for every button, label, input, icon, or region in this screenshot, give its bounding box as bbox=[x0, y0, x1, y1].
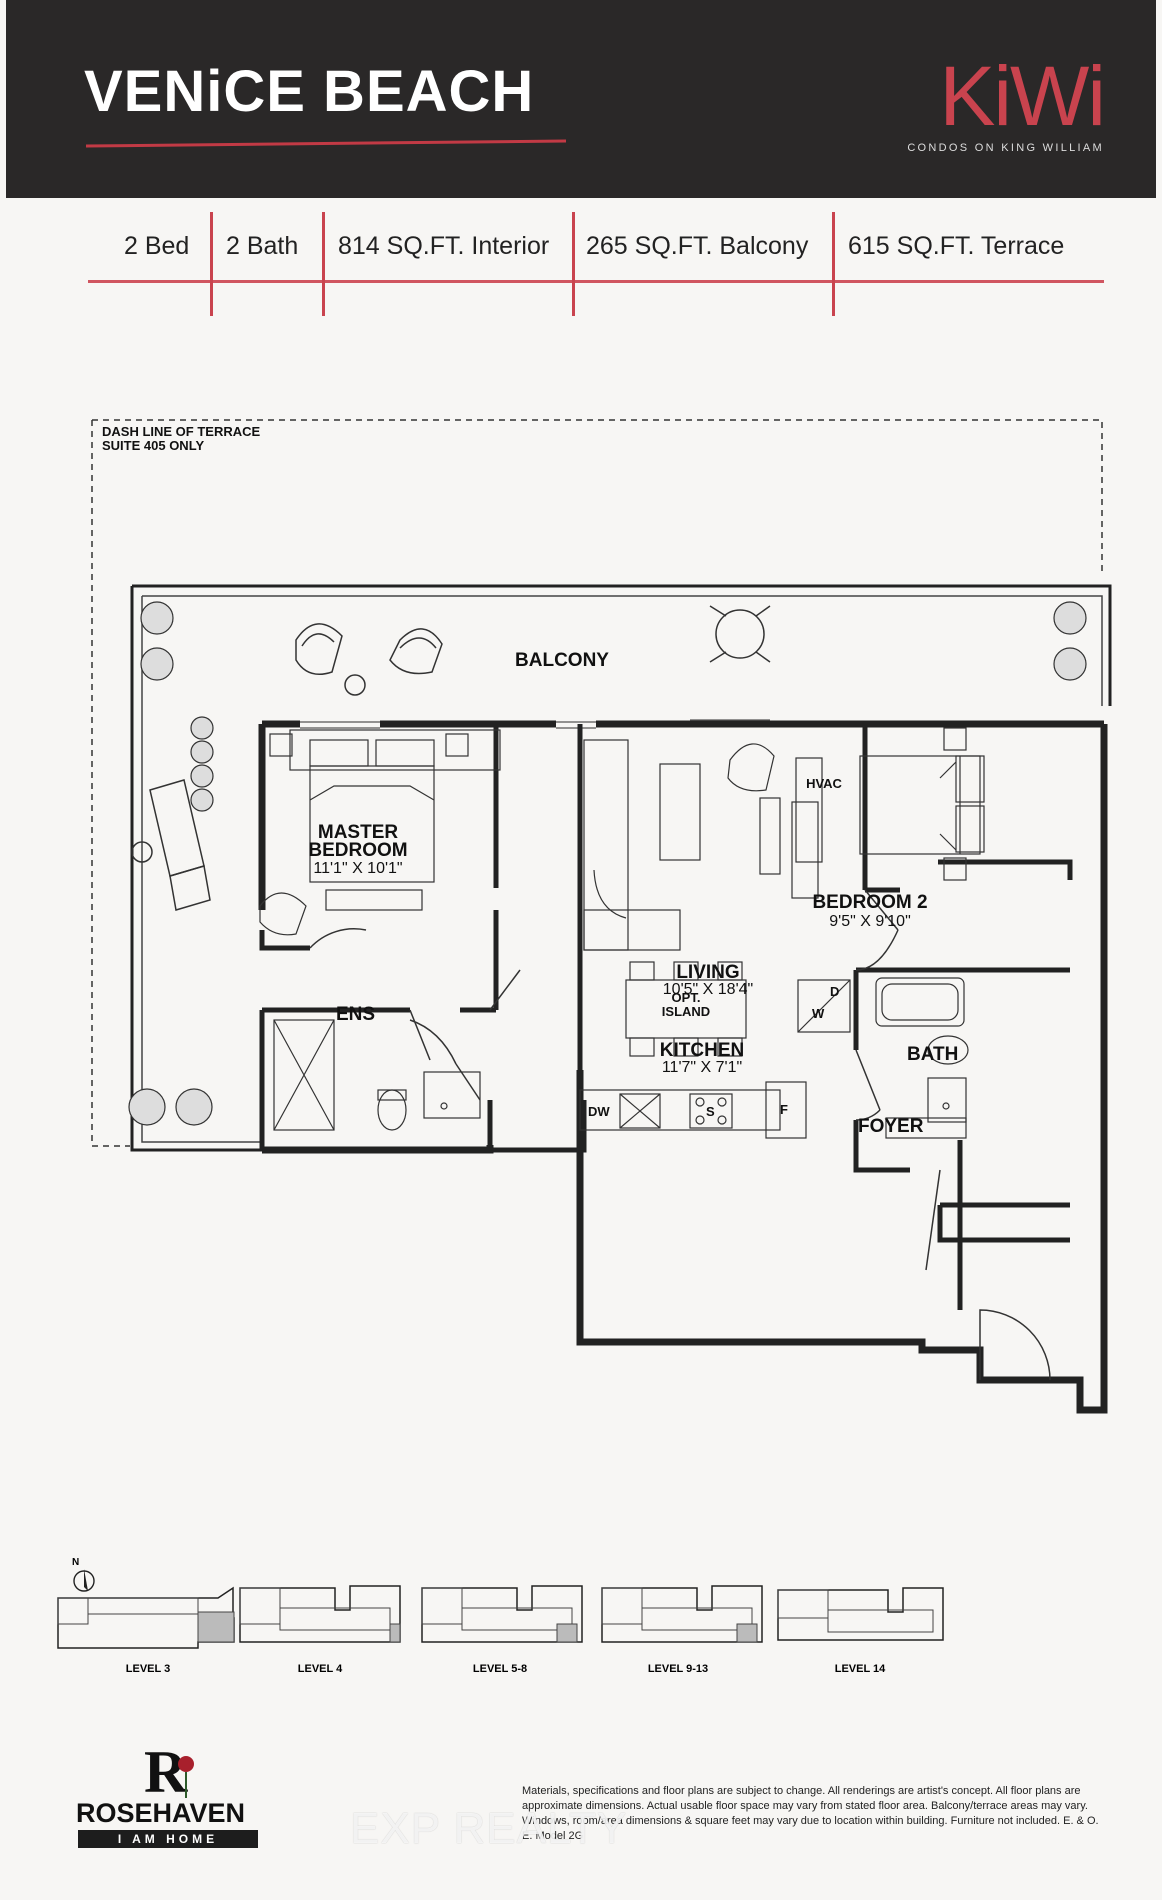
svg-text:R: R bbox=[144, 1740, 188, 1800]
label-kitchen-dim: 11'7" X 7'1" bbox=[662, 1059, 742, 1076]
label-ensuite: ENS bbox=[336, 1004, 375, 1025]
north-arrow-icon: N bbox=[72, 1557, 95, 1592]
stat-bath: 2 Bath bbox=[226, 232, 299, 260]
keyplan-level-9-13 bbox=[601, 1585, 763, 1643]
label-fridge: F bbox=[780, 1102, 788, 1117]
rose-icon: R bbox=[144, 1740, 194, 1800]
keyplan-level-4 bbox=[239, 1585, 401, 1643]
floor-plan-drawing: DASH LINE OF TERRACE SUITE 405 ONLY bbox=[91, 419, 1112, 1414]
stats-divider bbox=[210, 212, 213, 316]
label-master-bedroom: BEDROOM bbox=[308, 840, 407, 861]
terrace-dash-line bbox=[92, 419, 1103, 576]
kitchen-counter bbox=[579, 1081, 807, 1139]
logo-tagline: I AM HOME bbox=[78, 1830, 258, 1848]
stat-terrace: 615 SQ.FT. Terrace bbox=[848, 232, 1065, 260]
label-living: LIVING bbox=[676, 962, 739, 983]
logo-wordmark: ROSEHAVEN bbox=[76, 1798, 246, 1828]
brand-logo-word: KiWi bbox=[939, 49, 1106, 143]
terrace-note: DASH LINE OF TERRACE bbox=[102, 424, 261, 439]
keyplan-level-5-8 bbox=[421, 1585, 583, 1643]
label-master-dim: 11'1" X 10'1" bbox=[313, 860, 402, 877]
master-bed bbox=[259, 729, 501, 936]
keyplan-label: LEVEL 5-8 bbox=[473, 1663, 527, 1675]
keyplan-label: LEVEL 9-13 bbox=[648, 1663, 708, 1675]
label-dryer: D bbox=[830, 984, 839, 999]
label-island: ISLAND bbox=[662, 1004, 710, 1019]
label-stove: S bbox=[706, 1104, 715, 1119]
planters bbox=[128, 601, 1087, 1126]
label-kitchen: KITCHEN bbox=[660, 1040, 744, 1061]
stats-divider bbox=[322, 212, 325, 316]
floor-plan: DASH LINE OF TERRACE SUITE 405 ONLY bbox=[80, 410, 1120, 1430]
suite-stats: 2 Bed 2 Bath 814 SQ.FT. Interior 265 SQ.… bbox=[88, 212, 1104, 316]
label-dishwasher: DW bbox=[588, 1104, 610, 1119]
keyplan-label: LEVEL 14 bbox=[835, 1663, 886, 1675]
stats-underline bbox=[88, 280, 1104, 283]
brand-subtitle: CONDOS ON KING WILLIAM bbox=[907, 142, 1104, 154]
keyplan-label: LEVEL 3 bbox=[126, 1663, 170, 1675]
stat-interior: 814 SQ.FT. Interior bbox=[338, 232, 550, 260]
label-washer: W bbox=[812, 1006, 825, 1021]
key-plans: LEVEL 3 LEVEL 4 LEVEL 5-8 LEVEL 9-13 LEV… bbox=[57, 1585, 944, 1675]
brand-logo: KiWi CONDOS ON KING WILLIAM bbox=[907, 49, 1106, 154]
terrace-note: SUITE 405 ONLY bbox=[102, 438, 204, 453]
label-island: OPT. bbox=[672, 990, 701, 1005]
label-master-bedroom: MASTER bbox=[318, 822, 399, 843]
svg-text:N: N bbox=[72, 1557, 79, 1568]
keyplan-level-3 bbox=[57, 1586, 235, 1649]
title-underline bbox=[86, 139, 566, 148]
keyplan-level-14 bbox=[777, 1587, 944, 1641]
rosehaven-logo: R ROSEHAVEN I AM HOME bbox=[76, 1740, 266, 1848]
label-balcony: BALCONY bbox=[515, 650, 609, 671]
bedroom2-furniture bbox=[795, 727, 985, 1139]
label-living-dim: 10'5" X 18'4" bbox=[663, 981, 753, 998]
label-bedroom2-dim: 9'5" X 9'10" bbox=[829, 913, 911, 930]
kitchen-island bbox=[625, 961, 747, 1057]
stat-balcony: 265 SQ.FT. Balcony bbox=[586, 232, 809, 260]
keyplan-label: LEVEL 4 bbox=[298, 1663, 343, 1675]
balcony-furniture bbox=[131, 605, 771, 911]
living-furniture bbox=[583, 739, 819, 951]
stat-bed: 2 Bed bbox=[124, 232, 190, 260]
label-bedroom2: BEDROOM 2 bbox=[812, 892, 927, 913]
terrace-dash-line bbox=[91, 420, 130, 1147]
stats-divider bbox=[832, 212, 835, 316]
label-hvac: HVAC bbox=[806, 776, 842, 791]
disclaimer-text: Materials, specifications and floor plan… bbox=[522, 1785, 1099, 1842]
suite-title: VENiCE BEACH bbox=[84, 59, 535, 124]
header-band: VENiCE BEACH KiWi CONDOS ON KING WILLIAM bbox=[6, 0, 1156, 198]
label-foyer: FOYER bbox=[858, 1116, 924, 1137]
ensuite-fixtures bbox=[273, 1019, 481, 1131]
label-bath: BATH bbox=[907, 1044, 958, 1065]
stats-divider bbox=[572, 212, 575, 316]
